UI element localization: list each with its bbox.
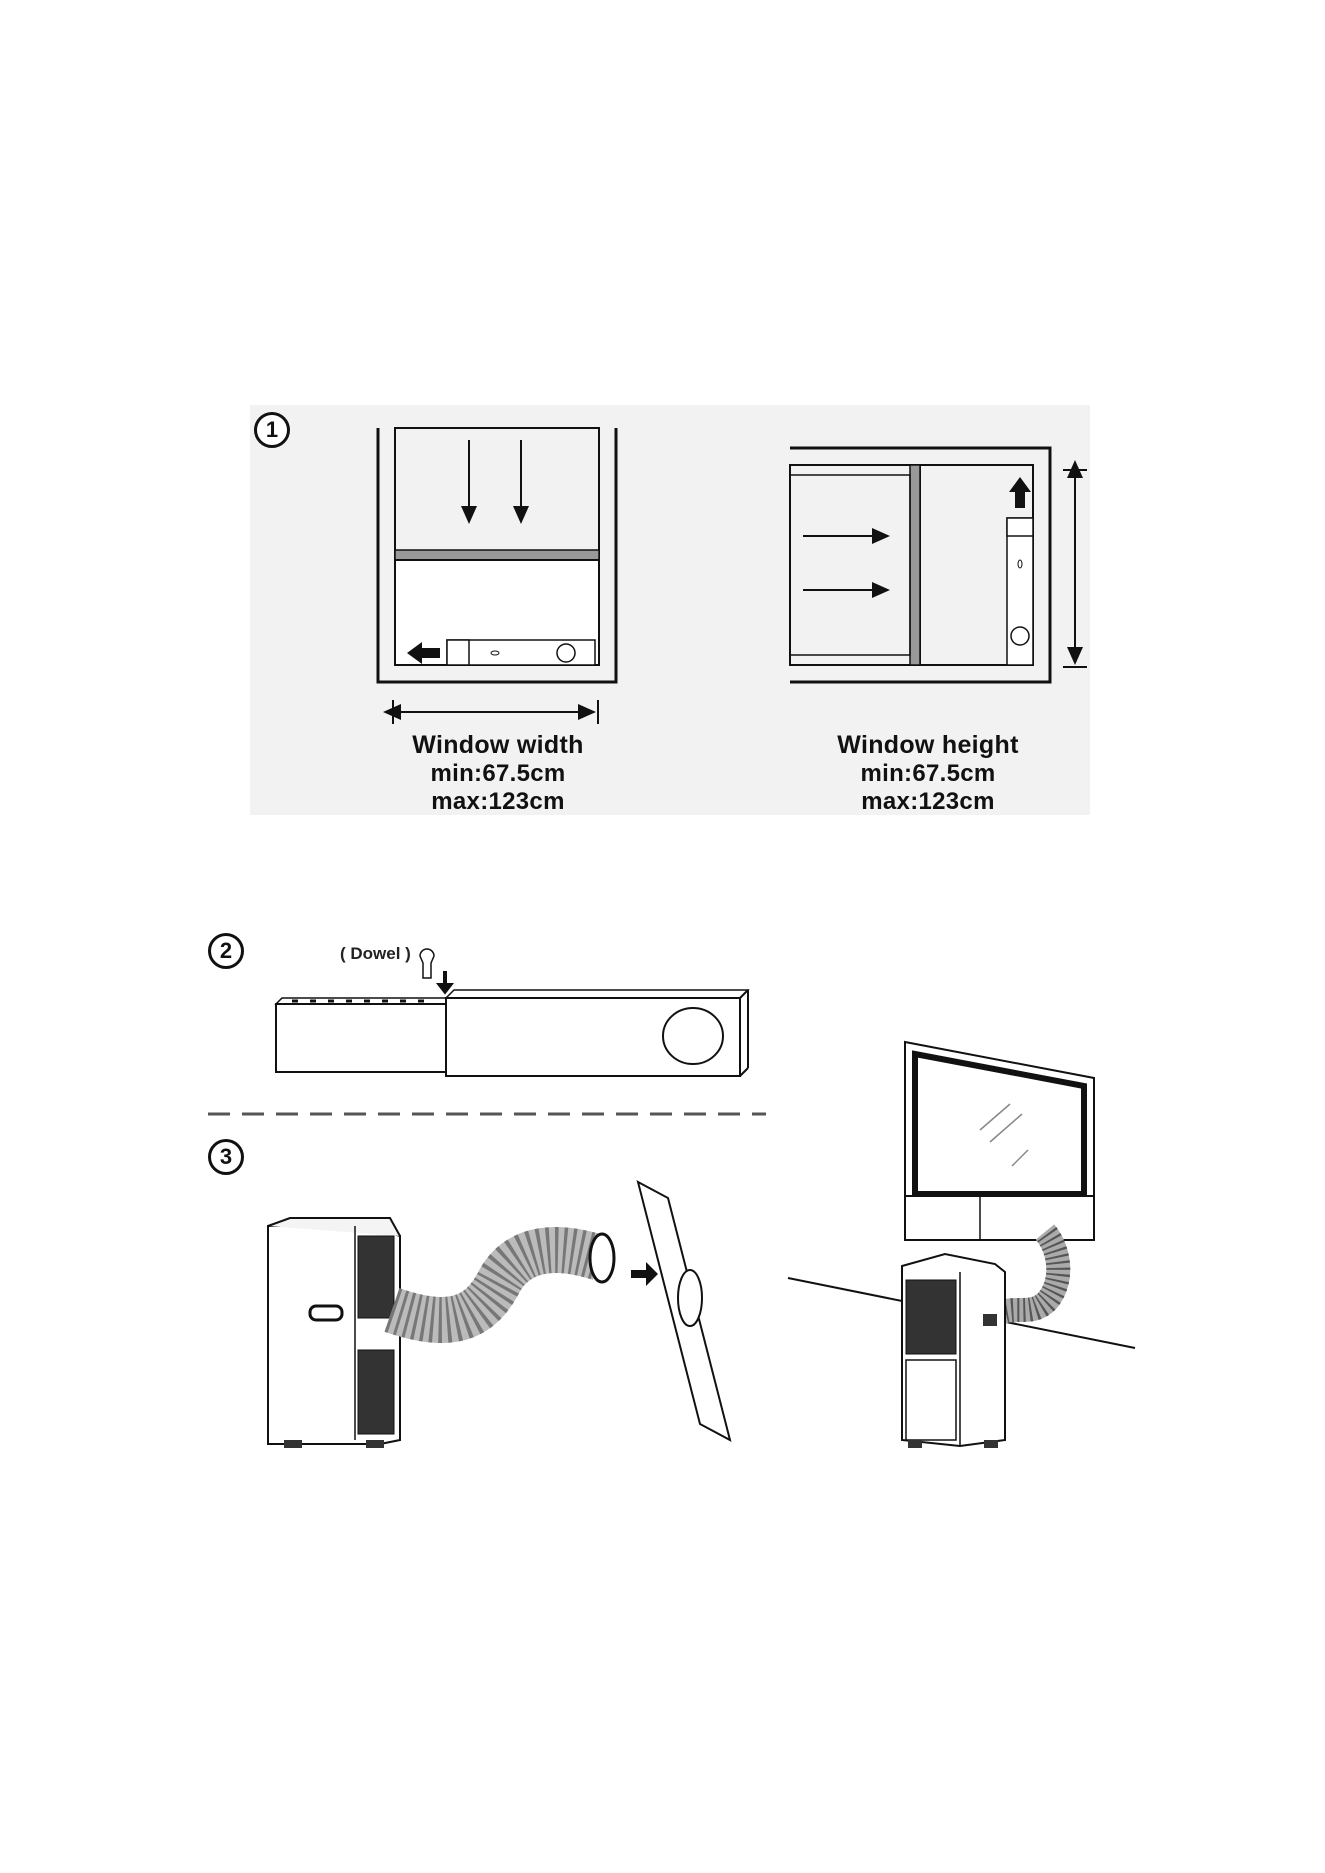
unit-with-hose-drawing	[268, 1182, 730, 1448]
dowel-icon	[420, 949, 434, 978]
installed-unit-drawing	[788, 1042, 1135, 1448]
slider-assembly-drawing	[276, 949, 748, 1076]
